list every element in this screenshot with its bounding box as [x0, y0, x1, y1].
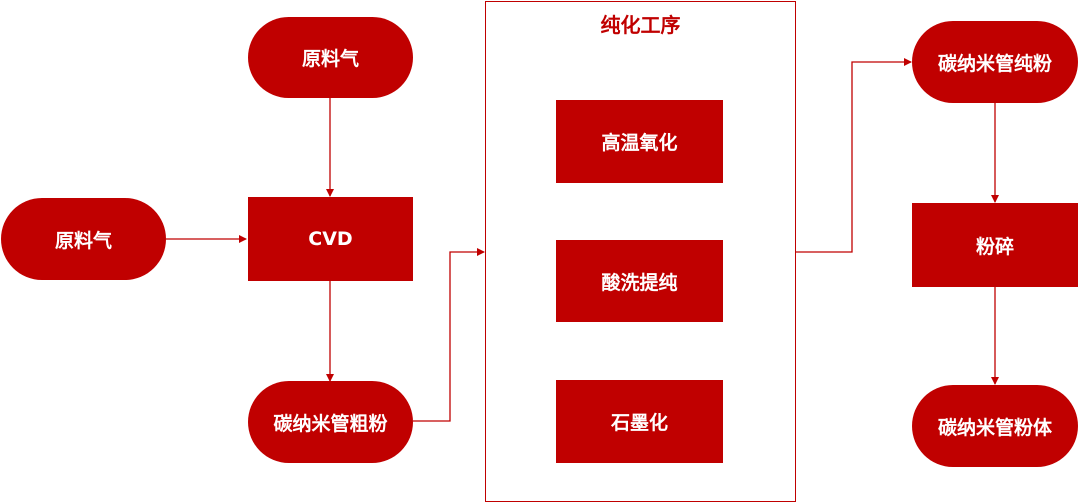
cvd-label: CVD: [308, 228, 353, 250]
pure-powder-node: 碳纳米管纯粉: [912, 21, 1078, 103]
purification-frame: [485, 1, 796, 502]
feed-gas-top-label: 原料气: [301, 48, 359, 70]
final-powder-label: 碳纳米管粉体: [937, 416, 1052, 439]
crude-powder-label: 碳纳米管粗粉: [273, 412, 388, 435]
purification-title: 纯化工序: [600, 13, 681, 37]
high-temp-oxidation-label: 高温氧化: [601, 132, 678, 154]
cvd-node: CVD: [248, 197, 413, 281]
feed-gas-top-node: 原料气: [248, 17, 413, 98]
crude-powder-node: 碳纳米管粗粉: [248, 381, 413, 463]
feed-gas-left-node: 原料气: [1, 198, 166, 280]
graphitization-label: 石墨化: [610, 412, 668, 434]
final-powder-node: 碳纳米管粉体: [912, 385, 1078, 467]
acid-wash-label: 酸洗提纯: [601, 271, 678, 294]
arrow-crude-to-purification: [413, 248, 485, 422]
graphitization-node: 石墨化: [556, 380, 723, 463]
high-temp-oxidation-node: 高温氧化: [556, 100, 723, 183]
crushing-label: 粉碎: [975, 235, 1014, 258]
pure-powder-label: 碳纳米管纯粉: [937, 52, 1052, 75]
crushing-node: 粉碎: [912, 203, 1078, 287]
feed-gas-left-label: 原料气: [54, 229, 112, 252]
acid-wash-node: 酸洗提纯: [556, 240, 723, 322]
arrow-purification-to-pure: [796, 58, 912, 253]
